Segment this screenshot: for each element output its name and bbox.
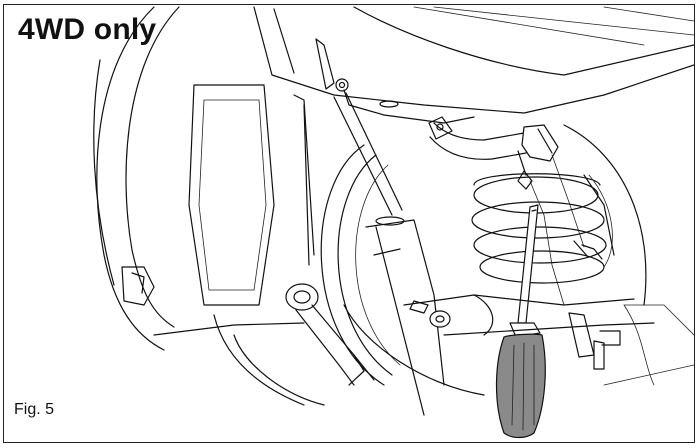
brake-hub bbox=[213, 144, 485, 406]
figure-frame: 4WD only Fig. 5 bbox=[3, 4, 695, 443]
figure-caption: Fig. 5 bbox=[14, 401, 55, 418]
wheel-arch-liner bbox=[93, 6, 305, 351]
suspension-illustration bbox=[93, 6, 694, 439]
underbody-panel bbox=[253, 6, 694, 124]
lower-arm bbox=[403, 294, 694, 370]
sensor-harness bbox=[428, 116, 603, 306]
lower-body-lines bbox=[373, 174, 694, 386]
screwdriver bbox=[495, 204, 546, 439]
figure-title: 4WD only bbox=[18, 13, 157, 46]
coil-spring bbox=[471, 124, 647, 306]
shock-absorber bbox=[293, 38, 445, 416]
